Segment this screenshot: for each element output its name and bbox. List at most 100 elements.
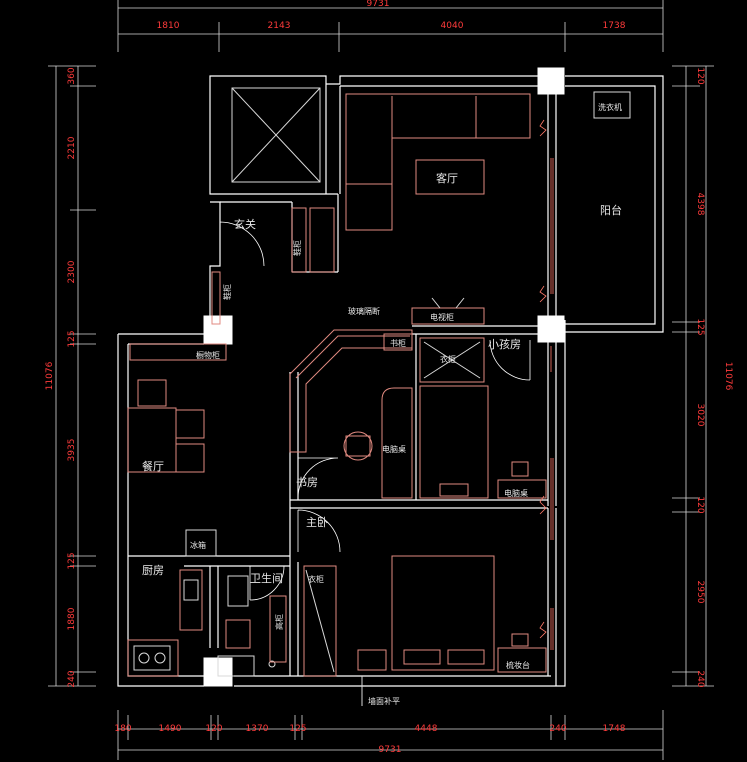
dim-bottom-3: 120 <box>205 724 222 734</box>
label-dresser: 梳妆台 <box>506 660 530 670</box>
dim-right-7: 240 <box>695 670 705 687</box>
dim-left-5: 3935 <box>67 439 77 462</box>
label-shoe-cabinet: 鞋柜 <box>222 284 232 300</box>
dim-top-1: 1810 <box>157 21 180 31</box>
dim-bottom-8: 1748 <box>603 724 626 734</box>
furniture <box>127 87 631 706</box>
master-wardrobe <box>303 565 337 677</box>
shaft <box>231 87 321 183</box>
furniture-labels: 洗衣机 玻璃隔断 电视柜 书柜 衣柜 电脑桌 电脑桌 橱物柜 鞋柜 冰箱 衣柜 … <box>190 102 622 706</box>
dim-left-6: 125 <box>67 552 77 569</box>
study-chair <box>343 431 373 461</box>
sofa <box>345 93 531 231</box>
kids-desk <box>497 479 547 499</box>
room-bath: 卫生间 <box>250 571 283 585</box>
toilet <box>227 575 249 607</box>
kitchen-counter <box>127 639 179 677</box>
room-labels: 客厅 阳台 玄关 餐厅 书房 小孩房 主卧 厨房 卫生间 <box>142 171 622 585</box>
columns <box>203 67 565 687</box>
bath-door <box>249 565 285 601</box>
room-kitchen: 厨房 <box>142 564 164 577</box>
label-wardrobe-kids: 衣柜 <box>440 354 456 364</box>
room-living: 客厅 <box>436 171 458 185</box>
dim-right-5: 120 <box>695 496 705 513</box>
sideboard <box>129 343 227 361</box>
study-door <box>297 457 339 499</box>
dim-bottom-total: 9731 <box>379 745 402 755</box>
kids-wardrobe <box>419 337 485 383</box>
room-balcony: 阳台 <box>600 203 622 217</box>
room-master: 主卧 <box>306 516 328 529</box>
label-fridge: 冰箱 <box>190 540 206 550</box>
dim-right-4: 3020 <box>695 404 705 427</box>
washer <box>593 91 631 119</box>
cabinet <box>309 207 335 273</box>
label-desk: 电脑桌 <box>382 444 406 454</box>
windows <box>539 119 554 650</box>
label-glass-partition: 玻璃隔断 <box>348 306 380 316</box>
label-wardrobe-master: 衣柜 <box>308 574 324 584</box>
dim-top-3: 4040 <box>441 21 464 31</box>
dim-bottom-4: 1370 <box>246 724 269 734</box>
dim-top-2: 2143 <box>268 21 291 31</box>
dim-right-2: 4398 <box>695 193 705 216</box>
dim-right-3: 125 <box>695 318 705 335</box>
dim-top-4: 1738 <box>603 21 626 31</box>
label-bath-cabinet: 高柜 <box>274 614 284 630</box>
room-dining: 餐厅 <box>142 459 164 473</box>
dim-left-1: 360 <box>67 67 77 84</box>
dim-left-3: 2300 <box>67 260 77 283</box>
dim-bottom-1: 180 <box>114 724 131 734</box>
dimension-lines <box>48 0 714 760</box>
column <box>537 67 565 95</box>
label-tv-cabinet: 电视柜 <box>430 312 454 322</box>
study-desk <box>381 387 413 499</box>
label-kids-desk: 电脑桌 <box>504 488 528 498</box>
label-sideboard: 橱物柜 <box>196 350 220 360</box>
room-entry: 玄关 <box>234 217 256 231</box>
dim-right-total: 11076 <box>723 362 733 391</box>
walls <box>117 75 664 687</box>
dimension-labels: 9731 1810 2143 4040 1738 180 1490 120 13… <box>45 0 733 755</box>
doors <box>128 221 531 601</box>
dim-left-total: 11076 <box>45 361 55 390</box>
label-wall-fill: 墙面补平 <box>368 696 400 706</box>
dim-left-2: 2210 <box>67 136 77 159</box>
column <box>537 315 565 343</box>
entry-shelf <box>211 271 221 325</box>
master-door <box>297 509 341 553</box>
dim-right-1: 120 <box>695 67 705 84</box>
dim-bottom-7: 240 <box>549 724 566 734</box>
dim-bottom-2: 1490 <box>159 724 182 734</box>
dim-bottom-6: 4448 <box>415 724 438 734</box>
dim-left-7: 1880 <box>67 607 77 630</box>
label-washer: 洗衣机 <box>598 102 622 112</box>
dim-left-4: 125 <box>67 330 77 347</box>
dim-bottom-5: 125 <box>289 724 306 734</box>
nightstand <box>357 649 387 671</box>
dim-right-6: 2950 <box>695 581 705 604</box>
room-study: 书房 <box>296 476 318 489</box>
coffee-table <box>415 159 485 195</box>
glass-partition <box>289 329 413 453</box>
bath-cabinet <box>269 595 287 663</box>
label-bookcase: 书柜 <box>390 338 406 348</box>
kids-door <box>489 339 531 381</box>
basin <box>225 619 251 649</box>
kids-bed <box>419 385 489 499</box>
tv-cabinet <box>411 307 485 325</box>
dresser <box>497 647 547 673</box>
room-kids: 小孩房 <box>488 338 521 351</box>
kitchen-sink <box>179 569 203 631</box>
master-bed <box>391 555 495 671</box>
shoe-cabinet <box>291 207 307 273</box>
dim-left-8: 240 <box>67 670 77 687</box>
fridge <box>185 529 217 557</box>
entry-door <box>219 221 265 267</box>
bookcase <box>383 333 413 351</box>
dining-table <box>127 407 177 473</box>
column <box>203 315 233 345</box>
dim-top-total: 9731 <box>367 0 390 9</box>
label-shelf: 鞋柜 <box>292 240 302 256</box>
